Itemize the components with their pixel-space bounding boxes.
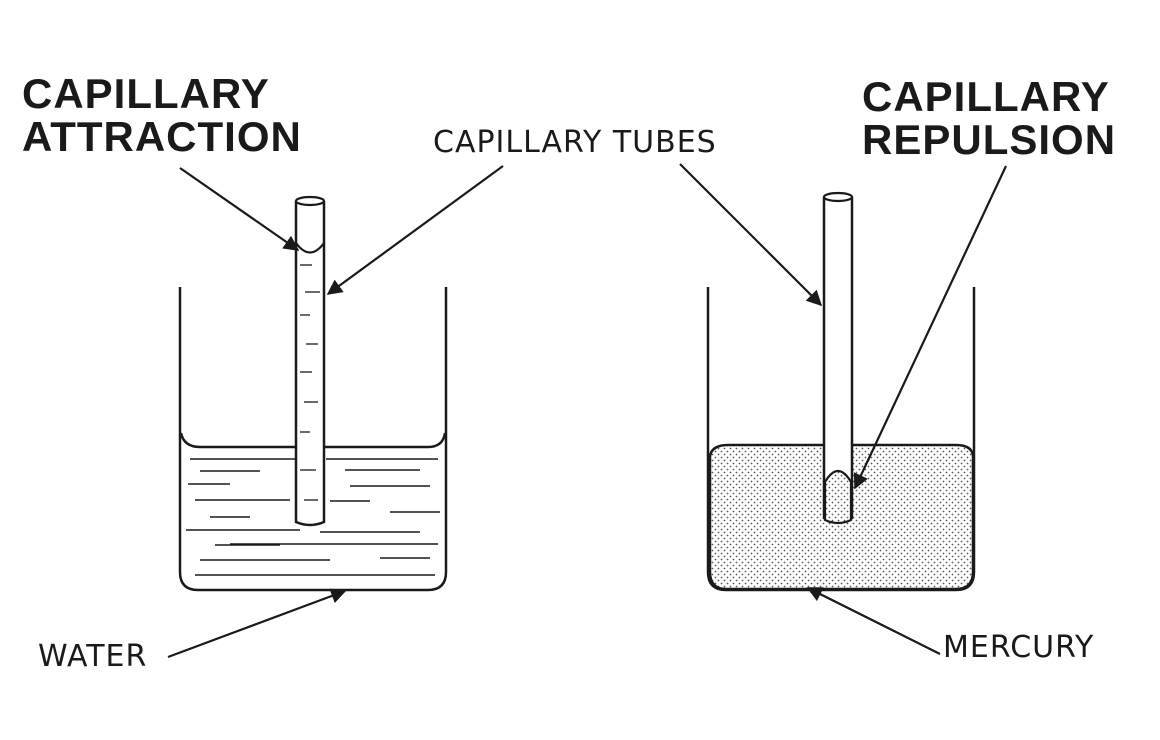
attraction-line-1: CAPILLARY [22,70,270,117]
arrow-mercury [806,587,941,655]
capillary-tubes-label: CAPILLARY TUBES [433,125,717,160]
capillary-attraction-label: CAPILLARY ATTRACTION [22,72,302,158]
mercury-capillary-tube [822,191,854,525]
repulsion-line-1: CAPILLARY [862,73,1110,120]
arrow-repulsion [853,165,1007,490]
arrow-attraction [179,167,300,251]
capillary-repulsion-label: CAPILLARY REPULSION [862,75,1116,161]
leader-arrows [167,163,1007,659]
water-hatching [186,458,440,576]
attraction-line-2: ATTRACTION [22,113,302,160]
water-capillary-tube [294,195,326,527]
repulsion-line-2: REPULSION [862,116,1117,163]
mercury-label: MERCURY [943,630,1095,665]
arrow-tubes-left [326,165,504,295]
arrow-tubes-right [679,163,823,307]
arrow-water [167,588,347,659]
water-label: WATER [38,639,148,674]
